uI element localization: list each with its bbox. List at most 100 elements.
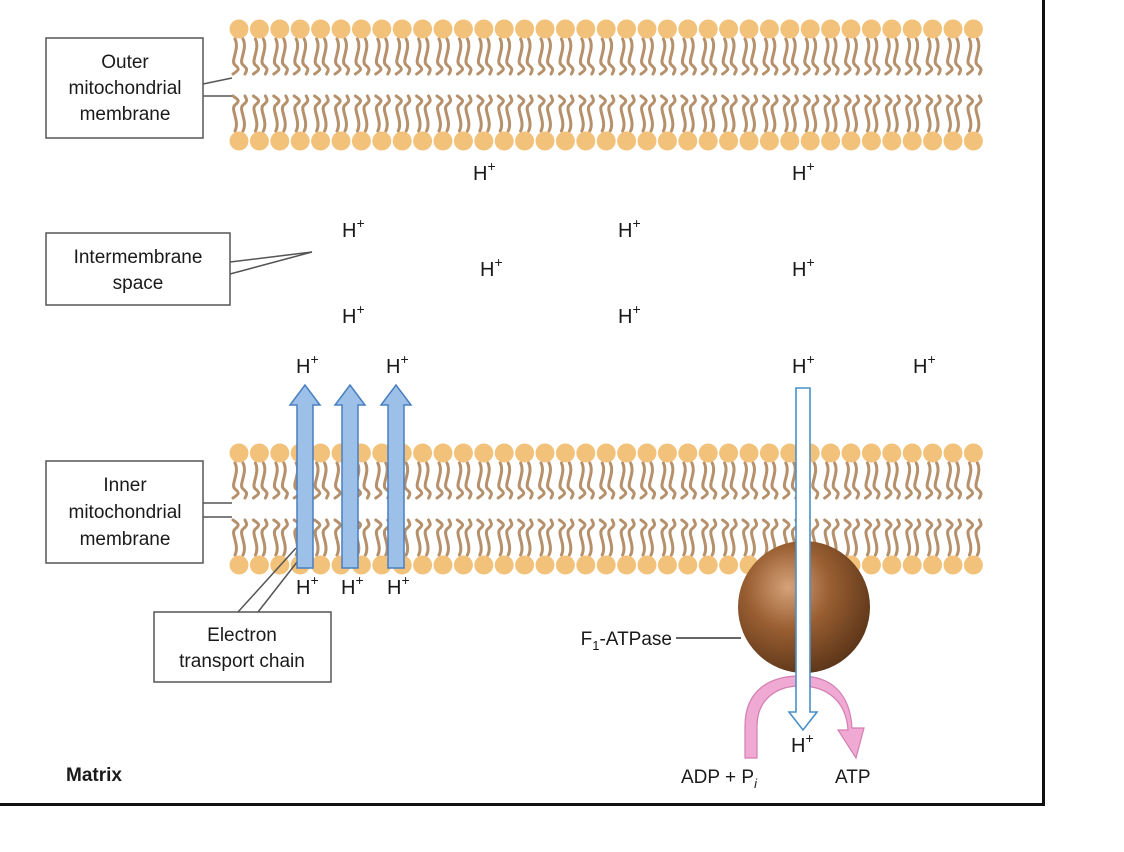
lipid-tail — [403, 461, 412, 500]
lipid-tail — [913, 461, 922, 500]
lipid-tail — [342, 94, 351, 133]
lipid-tail — [863, 518, 873, 557]
lipid-head — [515, 131, 535, 151]
lipid-tail — [435, 461, 444, 500]
lipid-tail — [872, 37, 881, 76]
lipid-tail — [280, 37, 289, 76]
lipid-head — [311, 555, 331, 575]
lipid-head — [882, 443, 902, 463]
lipid-tail — [342, 37, 351, 76]
lipid-tail — [525, 461, 534, 500]
lipid-head — [923, 443, 943, 463]
lipid-tail — [913, 37, 922, 76]
lipid-tail — [721, 37, 730, 76]
lipid-tail — [688, 518, 697, 557]
lipid-head — [576, 19, 596, 39]
lipid-tail — [913, 518, 922, 557]
lipid-tail — [831, 37, 840, 76]
proton-label: H+ — [342, 215, 365, 242]
lipid-head — [576, 131, 596, 151]
lipid-tail — [566, 37, 575, 76]
lipid-head — [555, 443, 575, 463]
lipid-tail — [546, 518, 555, 557]
lipid-tail — [884, 461, 893, 500]
lipid-head — [413, 19, 433, 39]
lipid-tail — [374, 461, 383, 500]
lipid-tail — [892, 461, 901, 500]
inner-membrane-line-2: mitochondrial — [69, 502, 182, 523]
lipid-tail — [444, 518, 453, 557]
lipid-tail — [639, 37, 648, 76]
lipid-head — [861, 555, 881, 575]
lipid-tail — [280, 461, 289, 500]
lipid-tail — [668, 37, 677, 76]
lipid-head — [943, 555, 963, 575]
lipid-tail — [607, 518, 616, 557]
lipid-tail — [464, 37, 473, 76]
lipid-tail — [301, 94, 310, 133]
lipid-tail — [729, 37, 738, 76]
lipid-tail — [639, 94, 648, 133]
lipid-tail — [892, 518, 901, 557]
lipid-tail — [578, 94, 587, 133]
lipid-tail — [423, 94, 432, 133]
lipid-head — [678, 19, 698, 39]
lipid-tail — [721, 461, 730, 500]
lipid-head — [923, 131, 943, 151]
lipid-tail — [782, 94, 791, 133]
lipid-tail — [362, 518, 371, 557]
lipid-tail — [688, 37, 697, 76]
lipid-tail — [913, 94, 922, 133]
lipid-tail — [954, 37, 963, 76]
proton-label: H+ — [913, 351, 936, 378]
lipid-tail — [374, 37, 383, 76]
lipid-tail — [525, 94, 534, 133]
lipid-tail — [272, 461, 281, 500]
lipid-tail — [925, 518, 934, 557]
lipid-head — [800, 19, 820, 39]
lipid-head — [943, 443, 963, 463]
lipid-tail — [423, 461, 432, 500]
lipid-tail — [272, 37, 281, 76]
lipid-tail — [627, 37, 636, 76]
lipid-head — [719, 131, 739, 151]
lipid-head — [249, 443, 269, 463]
lipid-head — [290, 19, 310, 39]
lipid-tail — [750, 37, 759, 76]
lipid-head — [821, 131, 841, 151]
lipid-tail — [619, 94, 628, 133]
lipid-tail — [770, 94, 779, 133]
lipid-head — [637, 443, 657, 463]
lipid-tail — [680, 518, 689, 557]
lipid-tail — [333, 94, 342, 133]
lipid-tail — [933, 94, 942, 133]
lipid-head — [372, 555, 392, 575]
lipid-tail — [455, 461, 465, 500]
lipid-head — [902, 443, 922, 463]
lipid-tail — [415, 94, 424, 133]
lipid-tail — [251, 518, 261, 557]
lipid-tail — [782, 461, 791, 500]
proton-label: H+ — [473, 158, 496, 185]
lipid-head — [413, 443, 433, 463]
lipid-tail — [403, 37, 412, 76]
lipid-tail — [721, 518, 730, 557]
lipid-tail — [607, 461, 616, 500]
lipid-tail — [945, 518, 954, 557]
lipid-tail — [945, 94, 954, 133]
lipid-tail — [700, 518, 709, 557]
lipid-tail — [761, 94, 771, 133]
lipid-tail — [505, 461, 514, 500]
lipid-tail — [729, 94, 738, 133]
lipid-tail — [240, 461, 249, 500]
lipid-head — [821, 443, 841, 463]
lipid-tail — [394, 37, 403, 76]
lipid-head — [637, 555, 657, 575]
lipid-tail — [627, 518, 636, 557]
lipid-head — [800, 131, 820, 151]
lipid-head — [433, 555, 453, 575]
lipid-head — [678, 131, 698, 151]
lipid-tail — [280, 518, 289, 557]
lipid-tail — [251, 461, 261, 500]
